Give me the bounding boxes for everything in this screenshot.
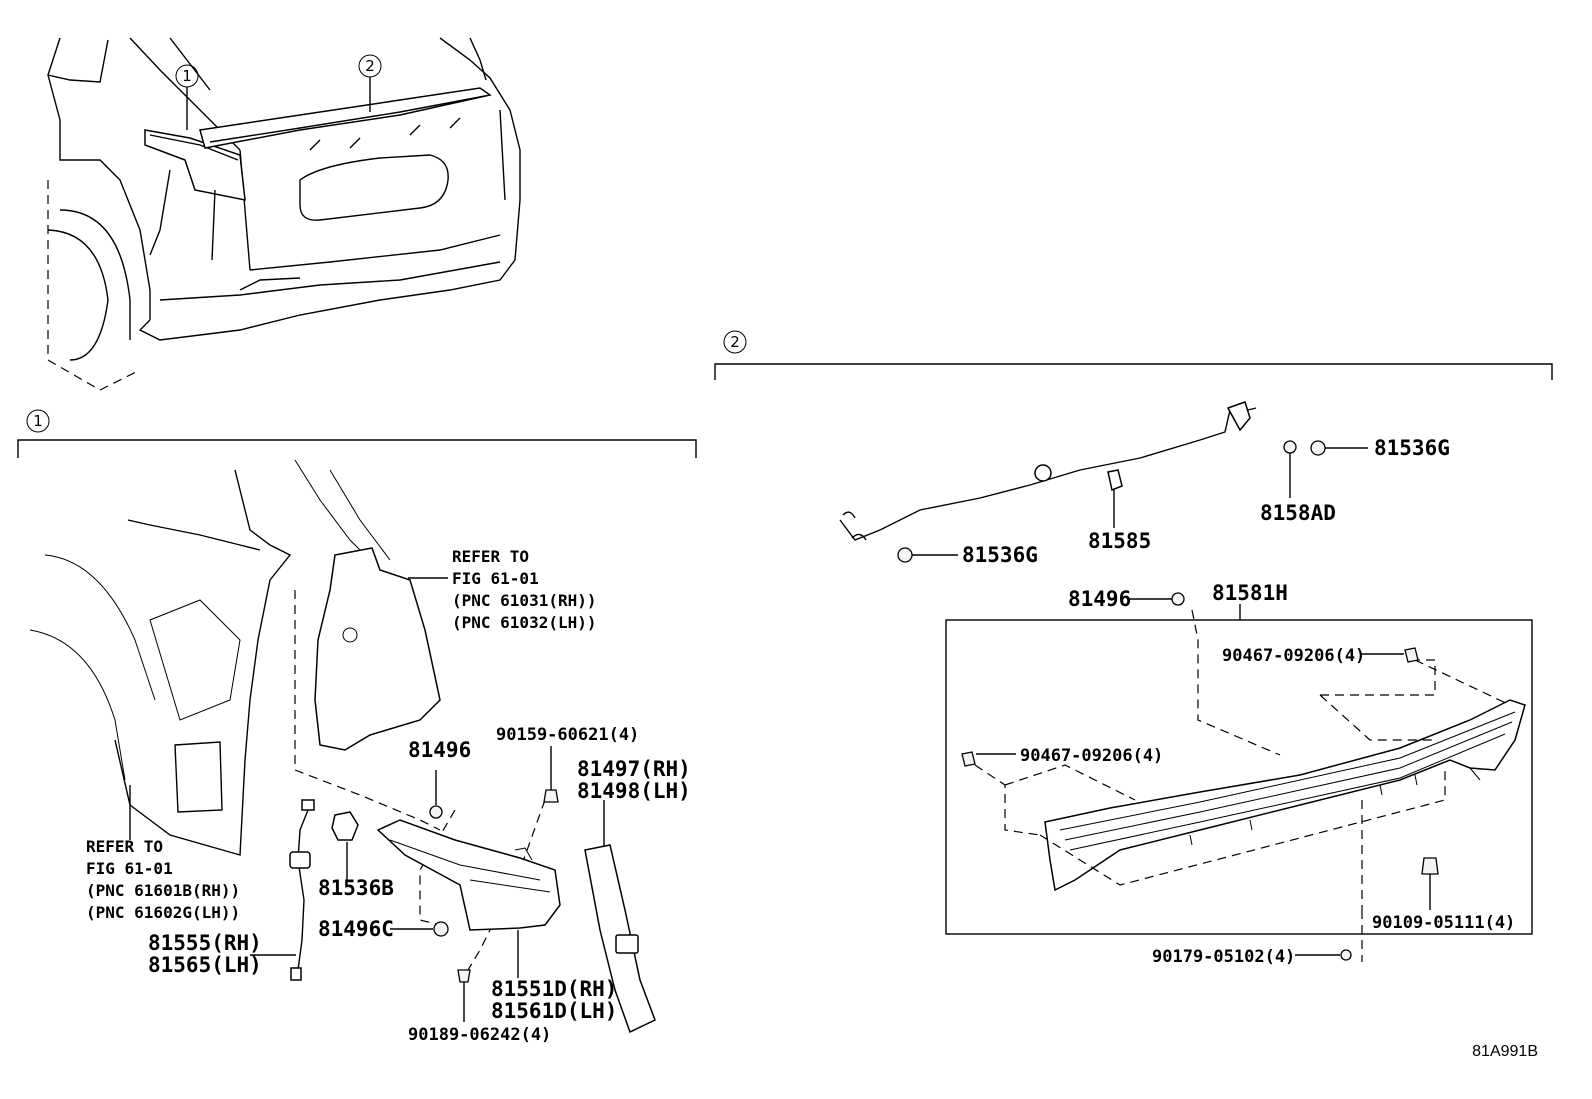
- label-81581H: 81581H: [1212, 581, 1288, 605]
- label-8158AD: 8158AD: [1260, 501, 1336, 525]
- wire-harness-81555: [250, 799, 315, 981]
- label-81536B: 81536B: [318, 876, 394, 900]
- section-2-callout-marker: [723, 330, 747, 354]
- nut-81496: [429, 805, 443, 819]
- refer-lower-line1: REFER TO: [86, 837, 163, 856]
- section-1-bracket: [17, 439, 697, 458]
- section-2-callout-label: 2: [730, 333, 740, 351]
- clip-90467-left: [961, 751, 976, 767]
- clip-90109: [1421, 857, 1439, 875]
- vehicle-overview: 1 2: [47, 37, 521, 391]
- refer-lower-line2: FIG 61-01: [86, 859, 173, 878]
- clip-90467-right: [1404, 647, 1419, 663]
- screw-90179: [1340, 949, 1352, 961]
- label-81496: 81496: [408, 738, 471, 762]
- callout-1-label: 1: [182, 67, 192, 85]
- label-81561D-lh: 81561D(LH): [491, 999, 617, 1023]
- refer-upper-line3: (PNC 61031(RH)): [452, 591, 597, 610]
- label-81536G-left: 81536G: [962, 543, 1038, 567]
- refer-lower-line4: (PNC 61602G(LH)): [86, 903, 240, 922]
- label-81565-lh: 81565(LH): [148, 953, 262, 977]
- refer-upper-line1: REFER TO: [452, 547, 529, 566]
- label-81496C: 81496C: [318, 917, 394, 941]
- section-1: 1 REFER TO FIG 61-01 (PNC 61031(RH)) (PN…: [17, 409, 697, 1045]
- label-90179-05102: 90179-05102(4): [1152, 947, 1295, 967]
- label-90189-06242: 90189-06242(4): [408, 1025, 551, 1045]
- label-90109-05111: 90109-05111(4): [1372, 913, 1515, 933]
- tail-lamp-81551D: [376, 819, 561, 931]
- screw-90189: [457, 969, 471, 983]
- section-1-callout-marker: [26, 409, 50, 433]
- wire-harness-81585: [839, 401, 1257, 541]
- label-90159-60621: 90159-60621(4): [496, 725, 639, 745]
- nut-81496-s2: [1171, 592, 1185, 606]
- label-81585: 81585: [1088, 529, 1151, 553]
- label-81497-rh: 81497(RH): [577, 757, 691, 781]
- garnish-81497: [584, 800, 656, 1034]
- connector-8158AD: [1283, 440, 1297, 454]
- label-81536G-top: 81536G: [1374, 436, 1450, 460]
- label-81551D-rh: 81551D(RH): [491, 977, 617, 1001]
- refer-lower-line3: (PNC 61601B(RH)): [86, 881, 240, 900]
- label-81498-lh: 81498(LH): [577, 779, 691, 803]
- diagram-code: 81A991B: [1472, 1043, 1538, 1060]
- socket-81536B: [331, 811, 359, 841]
- label-90467-left: 90467-09206(4): [1020, 746, 1163, 766]
- callout-2-label: 2: [365, 57, 375, 75]
- refer-upper-line2: FIG 61-01: [452, 569, 539, 588]
- socket-81536G-top: [1310, 440, 1326, 456]
- socket-81536G-left: [897, 547, 913, 563]
- label-90467-right: 90467-09206(4): [1222, 646, 1365, 666]
- section-1-callout-label: 1: [33, 412, 43, 430]
- section-2-bracket: [714, 363, 1553, 380]
- refer-upper-line4: (PNC 61032(LH)): [452, 613, 597, 632]
- nut-81496C: [433, 921, 449, 937]
- label-81496-s2: 81496: [1068, 587, 1131, 611]
- garnish-81581H-drawing: [1044, 699, 1526, 892]
- inner-panel-drawing: [314, 547, 441, 751]
- bolt-90159: [543, 789, 559, 803]
- label-81555-rh: 81555(RH): [148, 931, 262, 955]
- assembly-box-81581H: [945, 619, 1533, 935]
- section-2: 2 81536G 8158AD 81585 81536G 81496 815: [714, 330, 1553, 967]
